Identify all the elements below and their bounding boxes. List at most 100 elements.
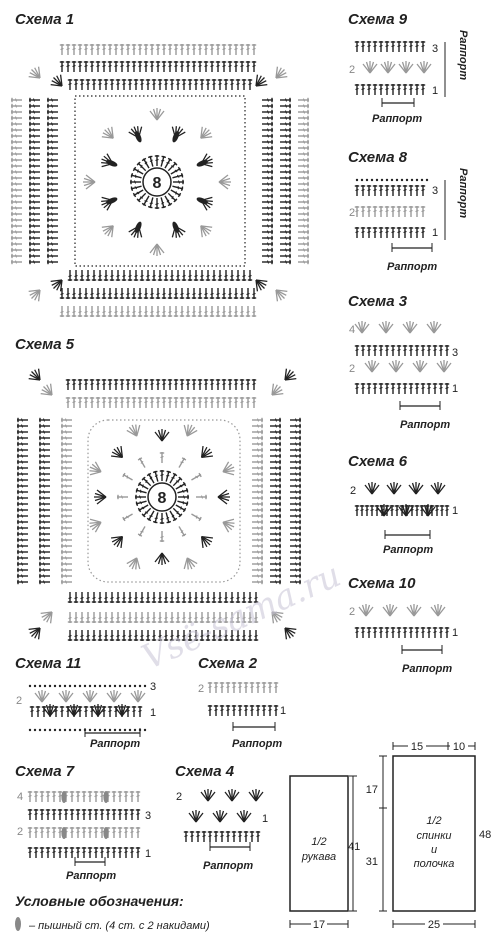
stitch-symbol [46, 109, 59, 115]
stitch-symbol [60, 543, 73, 549]
stitch-symbol [390, 184, 396, 197]
stitch-symbol [384, 83, 390, 96]
stitch-symbol [279, 217, 292, 223]
scheme-7-row-4: 4 [17, 791, 23, 803]
stitch-symbol [297, 211, 310, 217]
stitch-symbol [269, 561, 282, 567]
stitch-symbol [107, 305, 113, 318]
stitch-symbol [77, 43, 83, 56]
stitch-symbol [63, 808, 69, 821]
stitch-symbol [378, 320, 394, 334]
stitch-symbol [414, 626, 420, 639]
stitch-symbol [270, 284, 291, 305]
stitch-symbol [169, 591, 175, 604]
stitch-symbol [28, 97, 41, 103]
stitch-symbol [83, 43, 89, 56]
stitch-symbol [137, 43, 143, 56]
stitch-symbol [297, 121, 310, 127]
stitch-symbol [129, 808, 135, 821]
stitch-symbol [125, 378, 131, 391]
stitch-symbol [414, 184, 420, 197]
scheme-11-rapport: Раппорт [90, 738, 140, 750]
stitch-symbol [414, 344, 420, 357]
chain-stitch [385, 178, 389, 182]
stitch-symbol [33, 846, 39, 859]
stitch-symbol [83, 305, 89, 318]
stitch-symbol [251, 459, 264, 465]
stitch-symbol [33, 790, 39, 803]
stitch-symbol [251, 441, 264, 447]
stitch-symbol [273, 681, 279, 694]
stitch-symbol [135, 826, 141, 839]
stitch-symbol [111, 790, 117, 803]
stitch-symbol [10, 109, 23, 115]
stitch-symbol [188, 809, 204, 823]
stitch-symbol [261, 229, 274, 235]
stitch-symbol [65, 305, 71, 318]
stitch-symbol [354, 344, 360, 357]
stitch-symbol [16, 483, 29, 489]
scheme-9-side-rapport: Раппорт [457, 30, 469, 80]
stitch-symbol [60, 465, 73, 471]
stitch-symbol [193, 78, 199, 91]
stitch-symbol [67, 269, 73, 282]
stitch-symbol [10, 133, 23, 139]
stitch-symbol [137, 396, 143, 409]
stitch-symbol [134, 487, 148, 496]
stitch-symbol [137, 305, 143, 318]
stitch-symbol [127, 269, 133, 282]
stitch-symbol [408, 226, 414, 239]
stitch-symbol [163, 511, 172, 525]
stitch-symbol [171, 172, 185, 181]
stitch-symbol [99, 220, 119, 240]
stitch-symbol [129, 790, 135, 803]
stitch-symbol [25, 622, 46, 643]
stitch-symbol [87, 808, 93, 821]
stitch-symbol [197, 43, 203, 56]
stitch-symbol [129, 179, 142, 185]
stitch-symbol [203, 305, 209, 318]
stitch-symbol [125, 305, 131, 318]
stitch-symbol [16, 507, 29, 513]
stitch-symbol [279, 253, 292, 259]
stitch-symbol [161, 287, 167, 300]
stitch-symbol [378, 344, 384, 357]
stitch-symbol [67, 629, 73, 642]
stitch-symbol [221, 60, 227, 73]
stitch-symbol [297, 223, 310, 229]
stitch-symbol [137, 60, 143, 73]
stitch-symbol [123, 846, 129, 859]
stitch-symbol [239, 287, 245, 300]
stitch-symbol [10, 193, 23, 199]
stitch-symbol [261, 121, 274, 127]
stitch-symbol [173, 287, 179, 300]
stitch-symbol [59, 60, 65, 73]
stitch-symbol [269, 459, 282, 465]
chain-stitch [365, 178, 369, 182]
stitch-symbol [217, 78, 223, 91]
stitch-symbol [279, 193, 292, 199]
chain-stitch [410, 178, 414, 182]
stitch-symbol [60, 423, 73, 429]
stitch-symbol [211, 591, 217, 604]
stitch-symbol [149, 243, 165, 257]
stitch-symbol [261, 247, 274, 253]
stitch-symbol [414, 504, 420, 517]
stitch-symbol [269, 537, 282, 543]
stitch-symbol [46, 199, 59, 205]
sleeve-label-name: рукава [301, 851, 336, 863]
stitch-symbol [261, 139, 274, 145]
stitch-symbol [191, 305, 197, 318]
stitch-symbol [432, 382, 438, 395]
scheme-6-row-1: 1 [452, 505, 458, 517]
stitch-symbol [297, 193, 310, 199]
stitch-symbol [269, 429, 282, 435]
stitch-symbol [406, 603, 422, 617]
stitch-symbol [221, 378, 227, 391]
stitch-symbol [109, 611, 115, 624]
chain-stitch [33, 728, 37, 732]
stitch-symbol [402, 320, 418, 334]
stitch-symbol [60, 477, 73, 483]
stitch-symbol [197, 378, 203, 391]
stitch-symbol [390, 626, 396, 639]
